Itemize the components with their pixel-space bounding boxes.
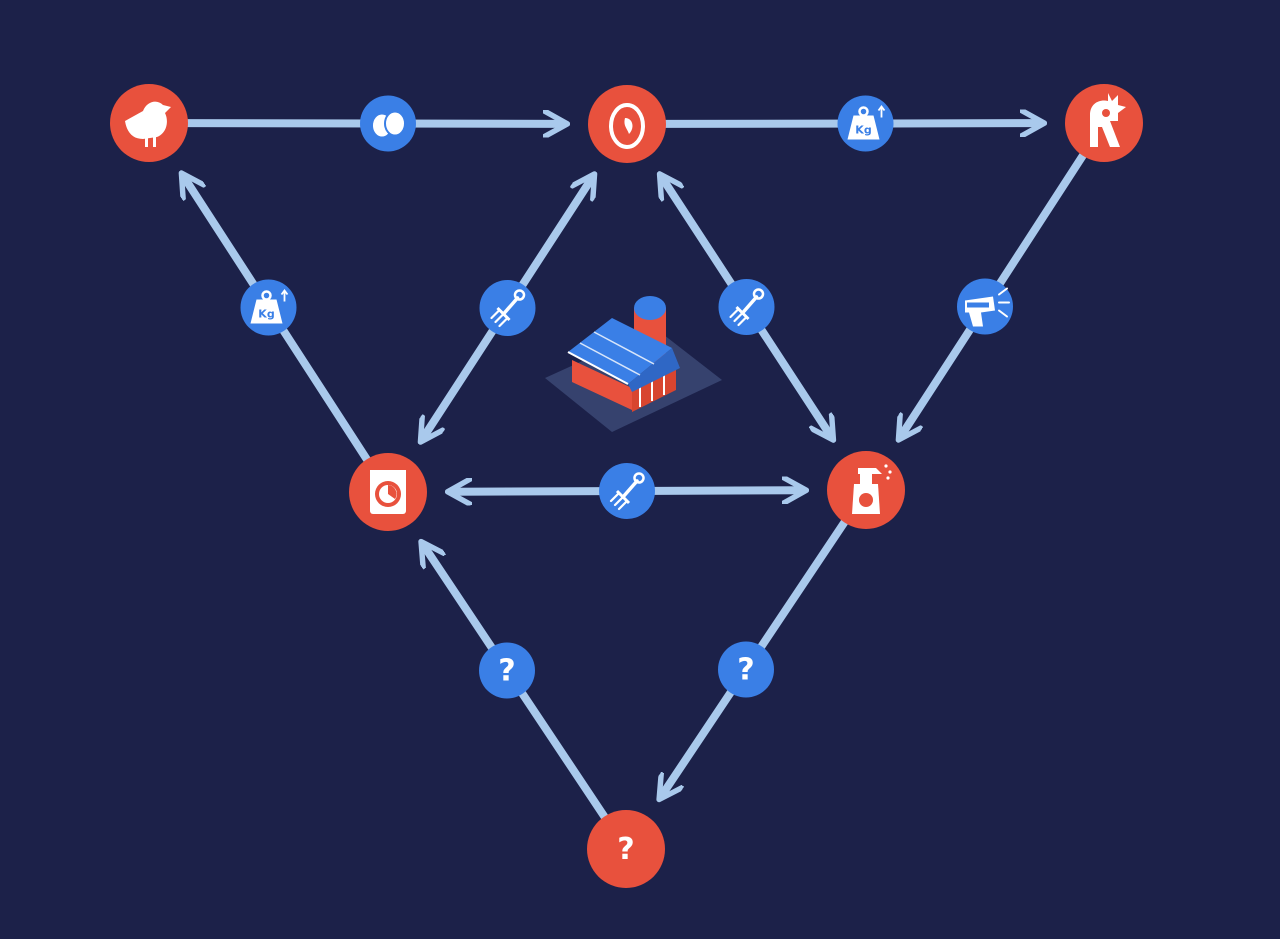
barn-icon — [545, 296, 722, 432]
node-rooster — [1065, 84, 1143, 162]
node-unknown: ? — [587, 810, 665, 888]
node-feed — [349, 453, 427, 531]
rooster-icon — [1090, 93, 1126, 147]
connector-badge-6 — [599, 463, 655, 519]
svg-text:?: ? — [617, 832, 634, 867]
connector-badge-1: Kg — [837, 95, 894, 152]
weight-kg-icon: Kg — [250, 289, 289, 324]
chicken-icon — [125, 101, 171, 147]
connector-badge-3 — [957, 278, 1013, 335]
connector-badge-8: ? — [718, 641, 774, 698]
connector-badge-4 — [479, 280, 536, 336]
connector-badge-7: ? — [479, 642, 535, 699]
pitchfork-icon — [729, 288, 765, 327]
svg-text:Kg: Kg — [258, 308, 274, 321]
connector-badge-5 — [718, 279, 775, 335]
connector-badge-2: Kg — [240, 279, 297, 336]
question-icon: ? — [617, 832, 634, 867]
pitchfork-icon — [490, 289, 526, 328]
question-icon: ? — [737, 653, 754, 688]
nodes: ? — [110, 84, 1143, 888]
weight-kg-icon: Kg — [847, 105, 886, 140]
egg-icon — [609, 103, 645, 149]
svg-text:?: ? — [498, 654, 515, 689]
question-icon: ? — [498, 654, 515, 689]
svg-text:Kg: Kg — [855, 124, 871, 137]
pitchfork-icon — [609, 472, 645, 511]
spray-gun-icon — [965, 287, 1010, 327]
barn-illustration — [545, 296, 722, 432]
eggs-icon — [371, 110, 406, 139]
node-hen — [110, 84, 188, 162]
spray-bottle-icon — [852, 464, 892, 514]
svg-text:?: ? — [737, 653, 754, 688]
node-egg — [588, 85, 666, 163]
feed-bag-icon — [370, 470, 406, 514]
node-disinfectant — [827, 451, 905, 529]
connector-badge-0 — [360, 95, 416, 152]
